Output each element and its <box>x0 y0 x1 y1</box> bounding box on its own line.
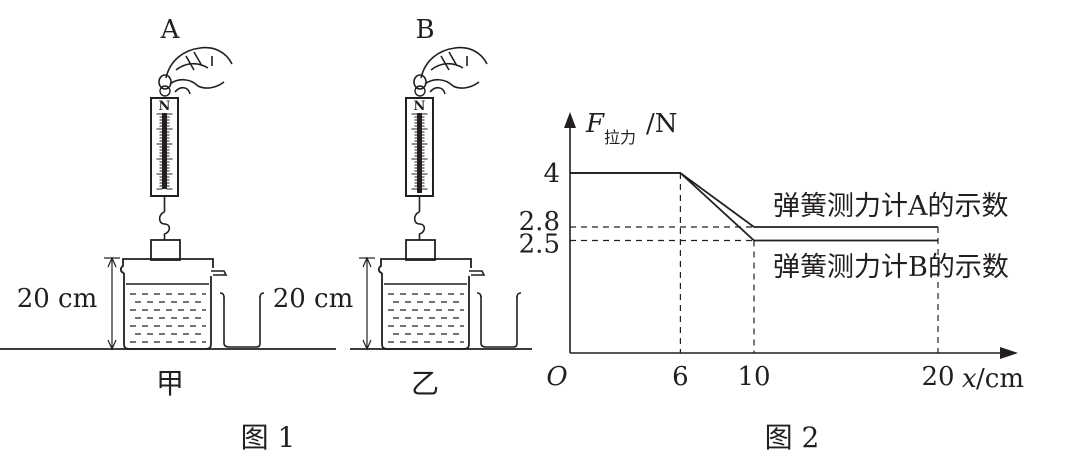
scale-b-letter: B <box>415 15 434 45</box>
height-label-a: 20 cm <box>17 284 98 314</box>
liquid-b <box>388 293 464 343</box>
y-axis-subscript: 拉力 <box>604 128 636 147</box>
beaker-label-jia: 甲 <box>156 367 184 400</box>
block-b <box>405 239 436 261</box>
scale-a-spring <box>162 113 167 189</box>
y-axis-unit: /N <box>646 109 678 139</box>
scale-b-unit-mark: N <box>414 99 426 114</box>
overflow-spout-b <box>469 270 486 276</box>
y-tick-2.8: 2.8 <box>519 207 560 237</box>
top-hook-icon <box>159 85 171 97</box>
y-axis-arrow <box>564 112 576 128</box>
scale-b-hook-icon <box>413 211 426 240</box>
origin-label: O <box>546 362 567 392</box>
y-tick-4: 4 <box>543 159 560 189</box>
small-beaker-b-lip <box>476 292 522 298</box>
hand-icon <box>420 46 488 95</box>
small-beaker-a <box>223 296 261 348</box>
scale-a-unit-mark: N <box>159 99 171 114</box>
figure-2-caption: 图 2 <box>765 421 820 454</box>
top-ring-icon <box>158 74 172 90</box>
series-b-label: 弹簧测力计B的示数 <box>773 252 1009 283</box>
data-series <box>570 172 938 242</box>
x-tick-10: 10 <box>737 362 770 392</box>
x-tick-6: 6 <box>672 362 689 392</box>
y-tick-2.5: 2.5 <box>519 230 560 260</box>
block-a <box>150 239 181 261</box>
overflow-spout-a <box>211 270 228 276</box>
y-tick-labels: 4 2.82.5 <box>519 159 560 260</box>
series-a-label: 弹簧测力计A的示数 <box>773 191 1009 222</box>
scale-a-letter: A <box>160 15 181 45</box>
y-axis-symbol: F <box>585 109 605 139</box>
overflow-cup-b-rim <box>377 258 472 274</box>
series-b-line <box>570 172 938 242</box>
hand-icon <box>165 46 233 95</box>
small-beaker-b <box>480 296 518 348</box>
apparatus-b: B N <box>273 15 532 400</box>
scale-a-graduations <box>156 113 173 190</box>
top-ring-icon <box>413 74 427 90</box>
top-hook-icon <box>414 85 426 97</box>
scale-b-spring <box>417 113 422 193</box>
figure-1: A N <box>0 15 532 454</box>
x-axis-unit: /cm <box>976 364 1024 394</box>
small-beaker-a-lip <box>219 292 265 298</box>
x-tick-labels: 6 10 20 <box>672 362 954 392</box>
x-axis-arrow <box>1000 347 1018 359</box>
scale-b-graduations <box>411 113 428 190</box>
height-label-b: 20 cm <box>273 284 354 314</box>
x-tick-20: 20 <box>921 362 954 392</box>
apparatus-a: A N <box>0 15 336 400</box>
scale-a-hook-icon <box>158 211 171 240</box>
overflow-cup-a-rim <box>119 258 214 274</box>
dashed-guides <box>570 173 939 353</box>
x-axis-symbol: x <box>962 364 977 394</box>
figure-1-caption: 图 1 <box>241 421 296 454</box>
beaker-label-yi: 乙 <box>411 367 439 400</box>
water-a <box>130 293 206 343</box>
